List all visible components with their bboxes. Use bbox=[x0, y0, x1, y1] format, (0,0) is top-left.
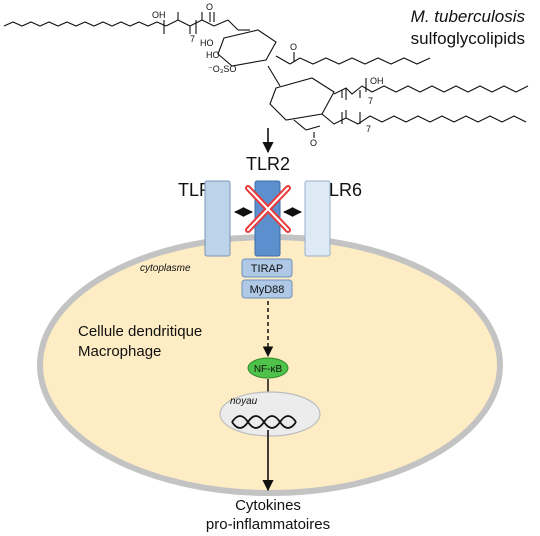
oh-top-label: OH bbox=[152, 10, 166, 20]
tlr1-receptor bbox=[204, 180, 231, 257]
nfkb-label: NF-κB bbox=[254, 364, 283, 375]
molecule-atom-labels: OH 7 O HO HO ⁻O₃SO OH 7 7 O O bbox=[152, 2, 384, 148]
alkyl-chain-middle bbox=[299, 57, 431, 65]
oxygen-label-top: O bbox=[206, 2, 213, 12]
alkyl-chain-right-upper bbox=[333, 85, 529, 95]
ho-ring-b-label: HO bbox=[206, 50, 220, 60]
cell-type-line1: Cellule dendritique bbox=[78, 323, 202, 340]
cytoplasm-label: cytoplasme bbox=[140, 263, 191, 274]
organism-label: M. tuberculosis bbox=[411, 7, 526, 26]
tirap-box bbox=[241, 258, 293, 278]
alkyl-chain-right-lower bbox=[321, 113, 527, 125]
ho-ring-a-label: HO bbox=[200, 38, 214, 48]
sugar-ring-a bbox=[217, 29, 277, 67]
myd88-label: MyD88 bbox=[250, 284, 285, 296]
tlr6-receptor bbox=[304, 180, 331, 257]
subscript-seven-upper: 7 bbox=[368, 96, 373, 106]
inhibition-cross-icon bbox=[245, 185, 291, 233]
subscript-seven-top: 7 bbox=[190, 34, 195, 44]
oxygen-label-lower: O bbox=[310, 138, 317, 148]
output-line2: pro-inflammatoires bbox=[206, 516, 330, 533]
output-line1: Cytokines bbox=[235, 497, 301, 514]
oxygen-label-middle: O bbox=[290, 42, 297, 52]
tirap-label: TIRAP bbox=[251, 263, 283, 275]
sulfoglycolipid-structure bbox=[3, 12, 529, 138]
tlr2-label: TLR2 bbox=[246, 154, 290, 174]
cell-type-line2: Macrophage bbox=[78, 343, 161, 360]
alkyl-chain-top-left bbox=[3, 21, 167, 27]
subscript-seven-lower: 7 bbox=[366, 124, 371, 134]
myd88-box bbox=[241, 279, 293, 299]
dna-helix-icon bbox=[231, 415, 297, 429]
nucleus-label: noyau bbox=[230, 396, 258, 407]
sulfate-label: ⁻O₃SO bbox=[208, 64, 236, 74]
nfkb-node bbox=[247, 357, 289, 379]
oh-right-label: OH bbox=[370, 76, 384, 86]
acyl-linker-top bbox=[165, 19, 215, 27]
compound-label: sulfoglycolipids bbox=[411, 29, 525, 48]
